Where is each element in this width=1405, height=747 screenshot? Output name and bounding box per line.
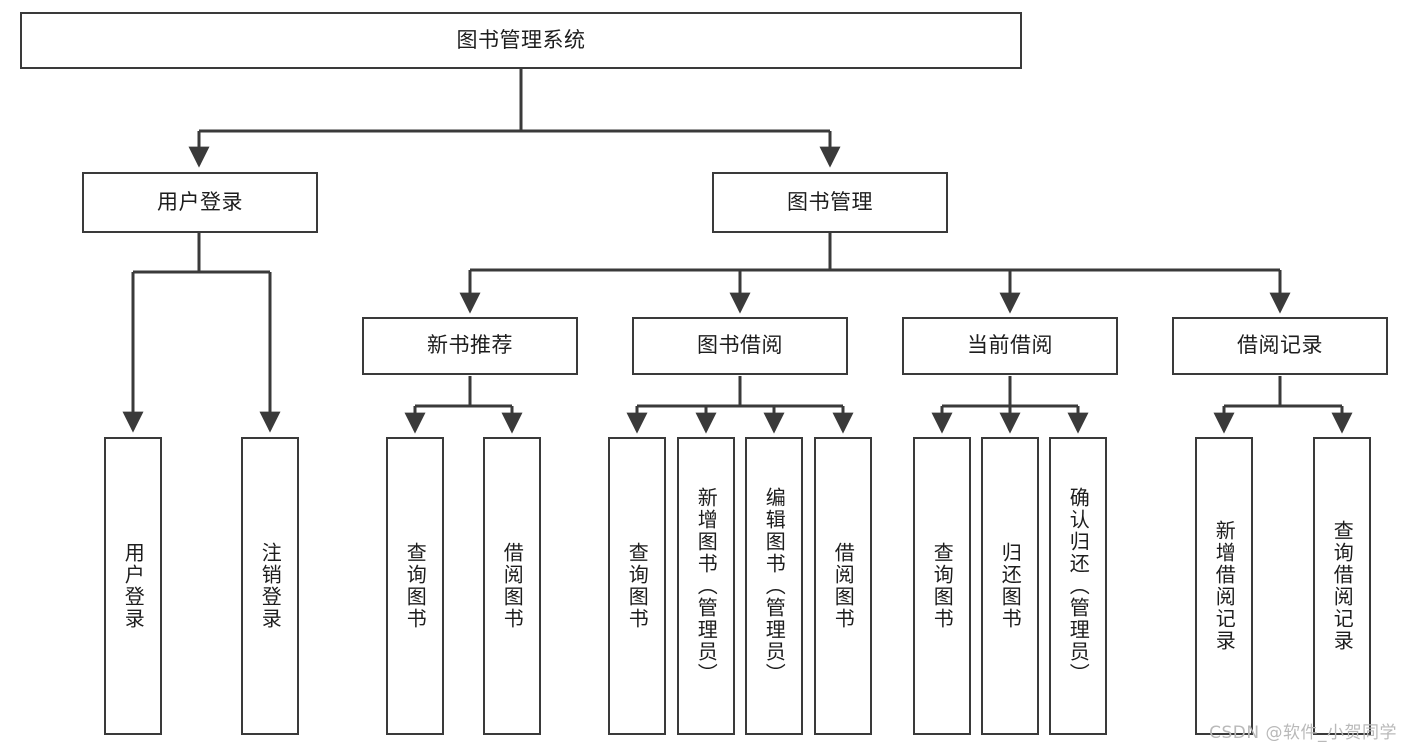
node-new-book-recommend-label: 新书推荐 (427, 333, 513, 358)
leaf-add-record-label: 新增借阅记录 (1212, 520, 1237, 652)
leaf-return-book[interactable]: 归还图书 (981, 437, 1039, 735)
leaf-user-logout-label: 注销登录 (258, 542, 283, 630)
leaf-query-book-3-label: 查询图书 (930, 542, 955, 630)
node-root-label: 图书管理系统 (456, 27, 586, 52)
leaf-user-login[interactable]: 用户登录 (104, 437, 162, 735)
leaf-add-book-label: 新增图书（管理员） (694, 487, 719, 685)
leaf-borrow-book-1-label: 借阅图书 (500, 542, 525, 630)
leaf-borrow-book-1[interactable]: 借阅图书 (483, 437, 541, 735)
leaf-borrow-book-2[interactable]: 借阅图书 (814, 437, 872, 735)
leaf-confirm-return-label: 确认归还（管理员） (1066, 487, 1091, 685)
leaf-query-record[interactable]: 查询借阅记录 (1313, 437, 1371, 735)
leaf-query-book-3[interactable]: 查询图书 (913, 437, 971, 735)
leaf-confirm-return[interactable]: 确认归还（管理员） (1049, 437, 1107, 735)
node-borrow-record[interactable]: 借阅记录 (1172, 317, 1388, 375)
node-book-borrow-label: 图书借阅 (697, 333, 783, 358)
leaf-borrow-book-2-label: 借阅图书 (831, 542, 856, 630)
leaf-return-book-label: 归还图书 (998, 542, 1023, 630)
leaf-query-book-1-label: 查询图书 (403, 542, 428, 630)
leaf-query-book-1[interactable]: 查询图书 (386, 437, 444, 735)
leaf-user-logout[interactable]: 注销登录 (241, 437, 299, 735)
node-new-book-recommend[interactable]: 新书推荐 (362, 317, 578, 375)
leaf-query-book-2[interactable]: 查询图书 (608, 437, 666, 735)
leaf-add-record[interactable]: 新增借阅记录 (1195, 437, 1253, 735)
node-book-manage-label: 图书管理 (787, 189, 873, 214)
leaf-user-login-label: 用户登录 (121, 542, 146, 630)
node-user-login[interactable]: 用户登录 (82, 172, 318, 233)
leaf-query-record-label: 查询借阅记录 (1330, 520, 1355, 652)
leaf-add-book[interactable]: 新增图书（管理员） (677, 437, 735, 735)
node-current-borrow-label: 当前借阅 (967, 333, 1053, 358)
leaf-query-book-2-label: 查询图书 (625, 542, 650, 630)
leaf-edit-book[interactable]: 编辑图书（管理员） (745, 437, 803, 735)
node-book-manage[interactable]: 图书管理 (712, 172, 948, 233)
node-root[interactable]: 图书管理系统 (20, 12, 1022, 69)
node-borrow-record-label: 借阅记录 (1237, 333, 1323, 358)
node-user-login-label: 用户登录 (157, 189, 243, 214)
leaf-edit-book-label: 编辑图书（管理员） (762, 487, 787, 685)
node-book-borrow[interactable]: 图书借阅 (632, 317, 848, 375)
node-current-borrow[interactable]: 当前借阅 (902, 317, 1118, 375)
